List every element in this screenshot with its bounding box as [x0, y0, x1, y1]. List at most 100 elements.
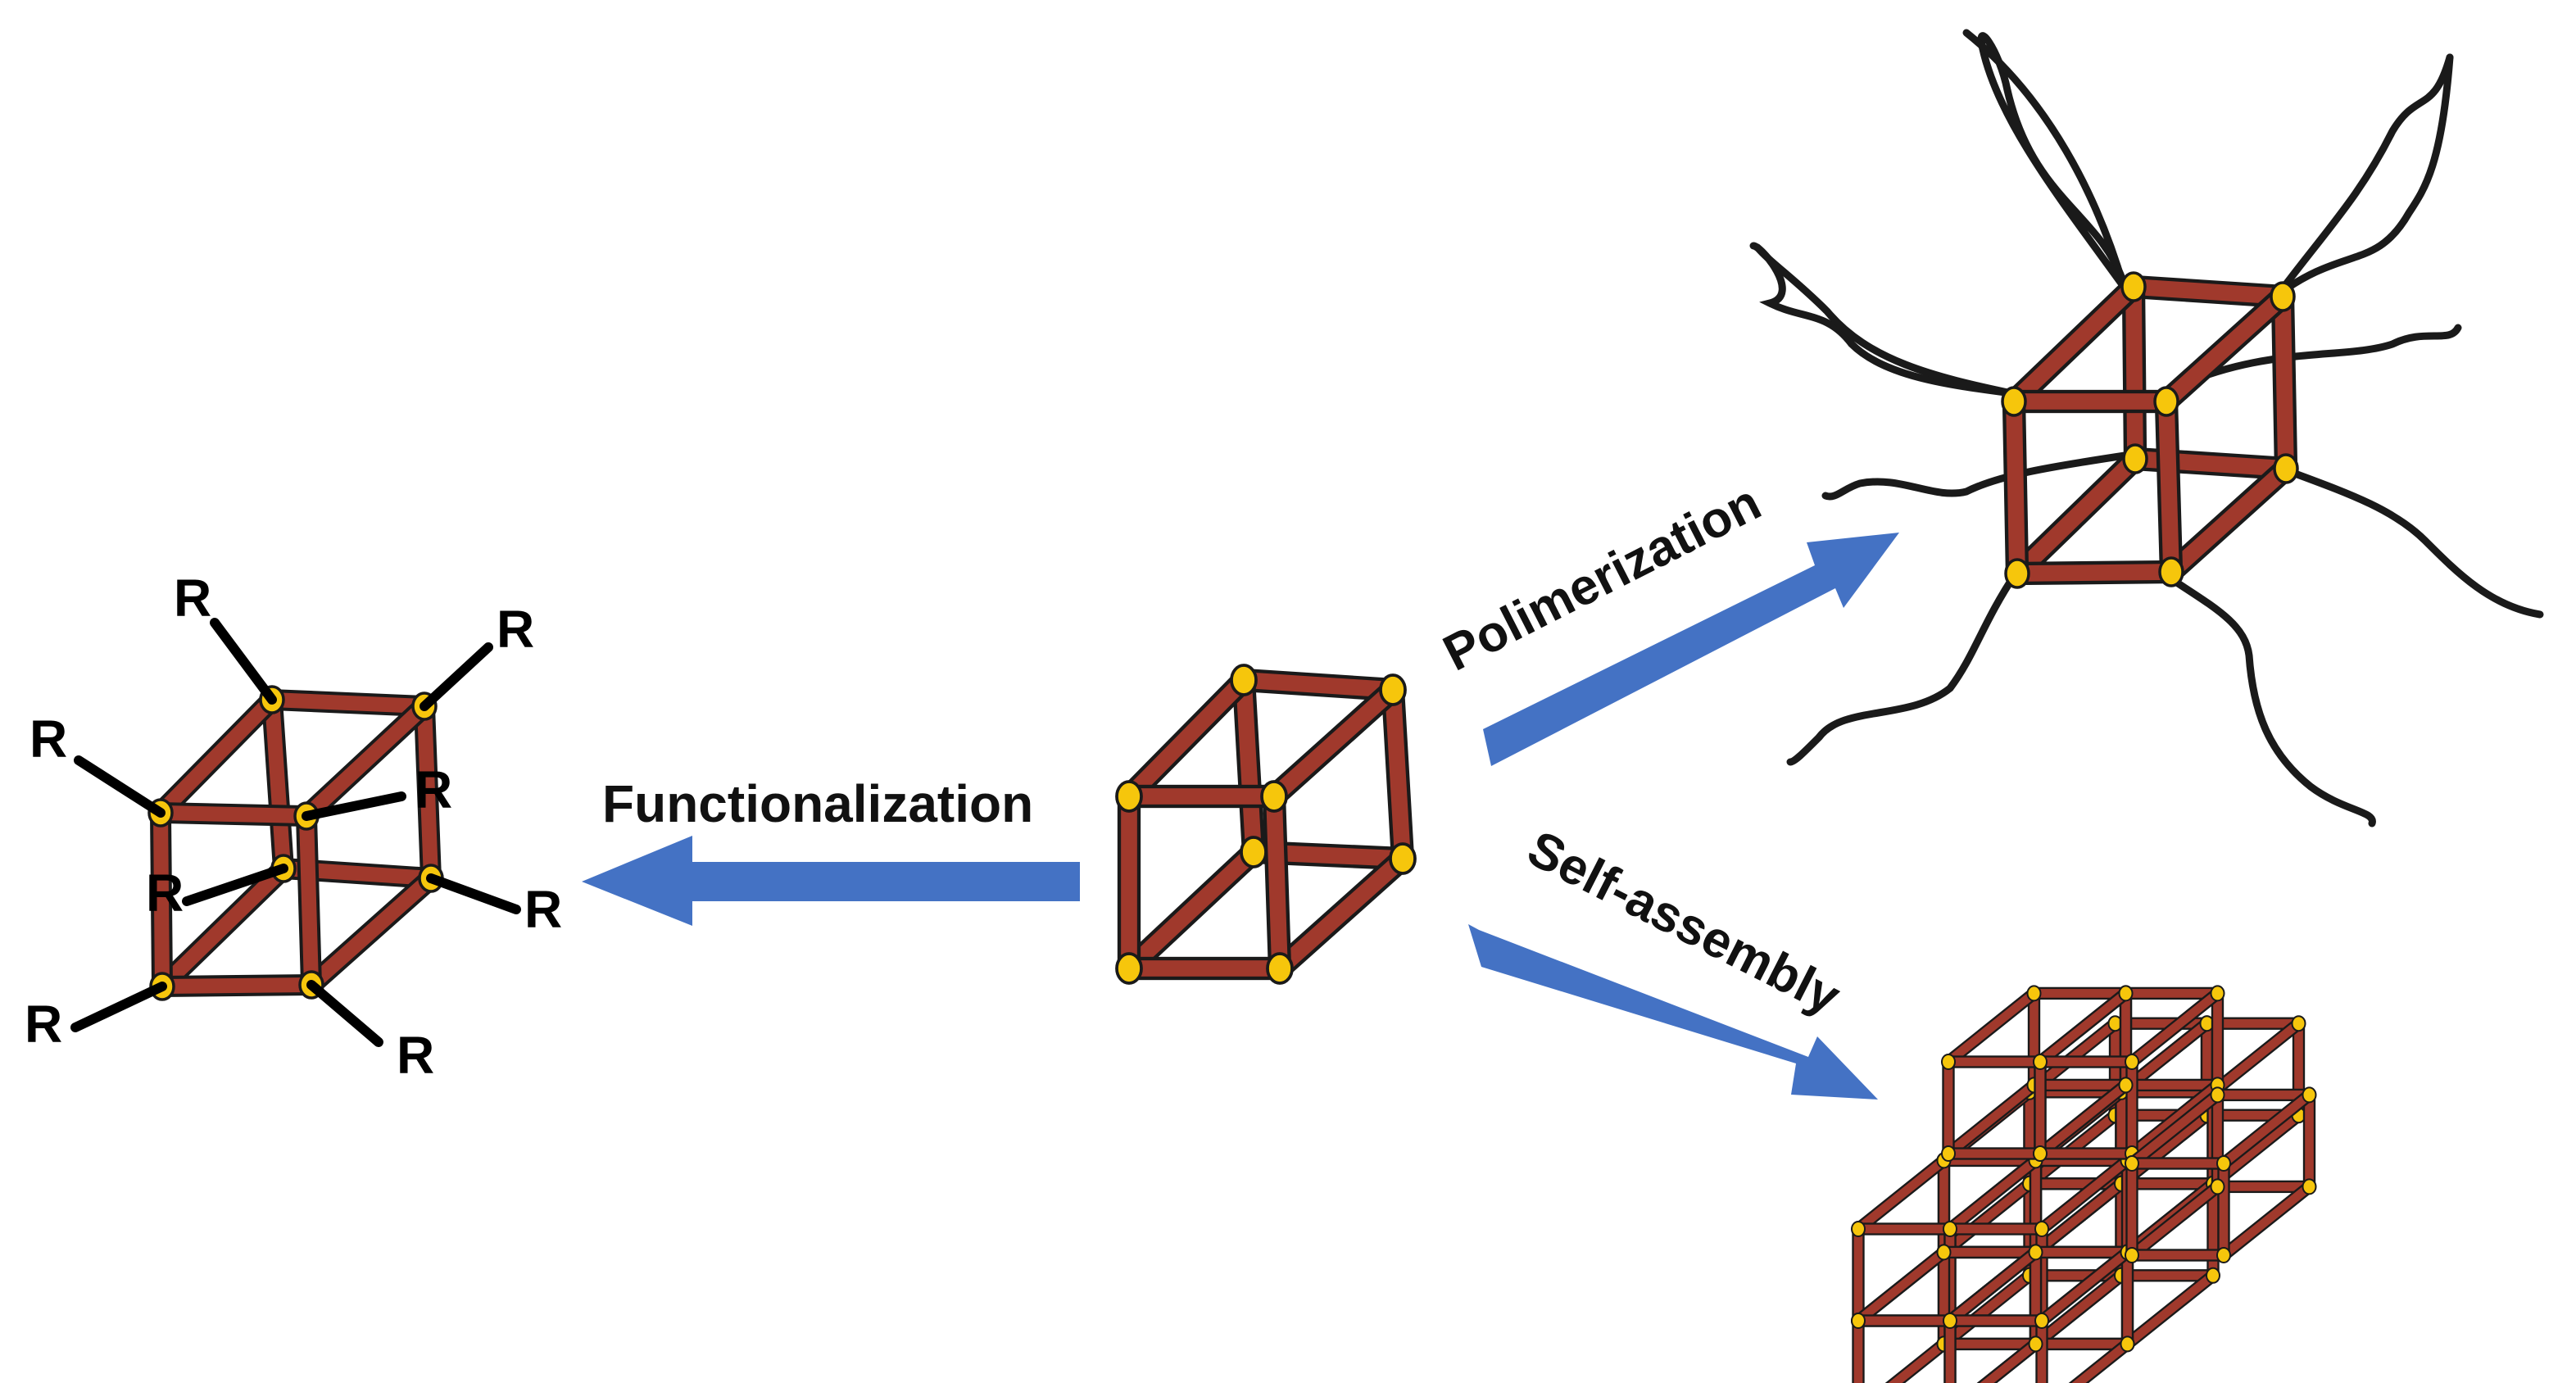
cube-node [2206, 1267, 2220, 1284]
polymer-chains [1749, 29, 2544, 828]
cube-edge [1262, 794, 1292, 971]
r-groups: R R R R R R R R [25, 569, 562, 1085]
cube-edge [2039, 1147, 2134, 1160]
cube-node [2125, 1247, 2139, 1263]
polymer-chain [2274, 53, 2454, 299]
cube-node [2034, 1313, 2049, 1329]
self-assembly-arrow [1468, 924, 1878, 1100]
r-group-label: R [29, 710, 67, 769]
cubes-group [147, 271, 2317, 1383]
cube-edge [2002, 399, 2030, 576]
cube-edge [2121, 284, 2147, 461]
cube-node [2216, 1247, 2231, 1263]
cube-node [2210, 1178, 2225, 1195]
cube-node [1941, 1145, 1956, 1162]
polymer-chain [1753, 243, 2016, 397]
cube-edge [2039, 1055, 2134, 1068]
cube-node [2125, 1054, 2139, 1070]
cube-node [1389, 842, 1417, 875]
cube-edge [2154, 399, 2184, 574]
r-group-label: R [524, 880, 562, 939]
cube-node [2026, 985, 2042, 1002]
cube-node [1936, 1244, 1952, 1261]
functionalization-arrow [582, 836, 1080, 926]
cube-node [2125, 1155, 2139, 1172]
cube-node [2210, 985, 2225, 1002]
r-group-label: R [397, 1026, 434, 1085]
cube-edge [2015, 560, 2174, 586]
r-group-label: R [174, 569, 211, 628]
r-group-label: R [415, 760, 452, 819]
cube-node [2122, 443, 2148, 474]
cube-edge [2120, 1251, 2134, 1345]
cube-node [2028, 1244, 2043, 1261]
cube-node [2120, 271, 2147, 302]
cube-node [2153, 386, 2179, 417]
r-bond [210, 618, 277, 705]
cube-edge [295, 814, 323, 987]
cube-node [1266, 952, 1294, 985]
cube-node [2034, 1221, 2049, 1237]
cube-edge [2302, 1094, 2316, 1188]
polymer-chain [2274, 53, 2454, 299]
central-cube [1115, 664, 1417, 985]
cube-edge [2125, 1162, 2138, 1257]
cube-node [1240, 836, 1268, 868]
cube-edge [1948, 1314, 2043, 1327]
r-bond [306, 980, 383, 1047]
cube-edge [1857, 1314, 1952, 1327]
r-bond [302, 791, 406, 821]
cube-edge [1117, 794, 1141, 971]
cube-edge [1948, 1222, 2043, 1236]
cube-edge [1127, 956, 1282, 981]
cube-edge [1943, 1319, 1957, 1383]
polymer-chain [2159, 324, 2462, 397]
cube-edge [2211, 992, 2225, 1086]
cube-edge [1947, 1147, 2042, 1160]
polymer-chain [1786, 569, 2020, 766]
arrows-group [582, 533, 1899, 1100]
cube-node [1115, 780, 1143, 813]
polymer-chain [2278, 465, 2544, 619]
r-bond [70, 982, 167, 1032]
polymer-cube [2001, 271, 2299, 589]
cube-edge [1942, 1060, 1955, 1155]
cube-edge [2270, 294, 2298, 471]
cube-edge [2130, 1157, 2225, 1170]
polymer-chain [1977, 32, 2128, 291]
cube-node [2118, 985, 2134, 1002]
cube-node [2291, 1015, 2306, 1032]
r-group-label: R [146, 864, 184, 923]
lattice-cell [1943, 1244, 2135, 1383]
cube-node [2033, 1145, 2048, 1162]
cube-node [1379, 673, 1407, 706]
cube-edge [160, 973, 314, 998]
cube-edge [2034, 1060, 2047, 1155]
cube-edge [1852, 1227, 1865, 1322]
cube-node [2302, 1178, 2317, 1195]
cube-node [2028, 1335, 2043, 1353]
polymer-chain [2159, 569, 2376, 828]
cube-node [2001, 386, 2027, 417]
cube-edge [2130, 1249, 2225, 1262]
r-group-label: R [497, 600, 534, 659]
cube-node [2273, 453, 2299, 484]
polymer-chain [1821, 451, 2134, 501]
r-group-label: R [25, 995, 62, 1054]
self-assembled-lattice [1851, 985, 2317, 1383]
cube-node [1943, 1313, 1957, 1329]
r-bond [182, 864, 288, 906]
cube-node [1943, 1221, 1957, 1237]
cube-edge [1947, 1055, 2042, 1068]
cube-node [2004, 558, 2030, 589]
functionalization-label: Functionalization [602, 774, 1033, 833]
cube-node [2270, 281, 2296, 312]
cube-edge [158, 801, 309, 828]
polimerization-arrow [1483, 533, 1899, 766]
cube-node [2033, 1054, 2048, 1070]
cube-edge [1852, 1319, 1865, 1383]
cube-node [2158, 556, 2184, 587]
cube-edge [2035, 1319, 2048, 1383]
cube-edge [2217, 1162, 2230, 1257]
